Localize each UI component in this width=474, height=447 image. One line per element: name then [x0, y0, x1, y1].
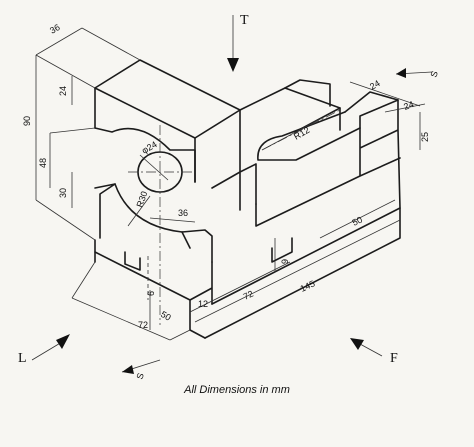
- r12-slot: [257, 111, 361, 161]
- lower-saddle-face: [94, 183, 213, 263]
- dim-24-right-a: 24: [368, 78, 382, 92]
- dim-36-top: 36: [48, 22, 62, 36]
- right-block-faces: [239, 79, 341, 211]
- dim-phi24: φ24: [140, 139, 159, 156]
- right-step-faces: [255, 99, 401, 227]
- dim-36-top-ext2: [81, 27, 141, 61]
- base-notch: [124, 251, 141, 271]
- right-block-top-face: [239, 87, 341, 133]
- dim-12-72-line: [189, 261, 291, 313]
- dimension-lines: [35, 27, 426, 341]
- dim-24-left: 24: [58, 86, 68, 96]
- view-arrows: [31, 15, 433, 374]
- r30-leader: [127, 195, 151, 227]
- dim-r30: R30: [134, 190, 149, 209]
- dim-ext-a: [35, 199, 96, 241]
- rear-top-edge: [344, 91, 399, 113]
- top-view-arrow-icon: [227, 58, 239, 72]
- left-block-front-edges: [94, 87, 241, 189]
- dim-30: 30: [58, 188, 68, 198]
- dim-50-right-line: [319, 199, 396, 239]
- dim-145-line: [194, 219, 401, 323]
- dim-36-mid: 36: [178, 208, 188, 218]
- dim-50-right: 50: [351, 215, 364, 228]
- upper-saddle-face: [94, 127, 196, 183]
- front-view-arrow-icon: [350, 338, 364, 350]
- lower-saddle-inner: [99, 183, 191, 249]
- base-right-face: [204, 207, 401, 339]
- dim-72-mid: 72: [242, 289, 255, 302]
- dim-24-right2-line: [384, 103, 426, 113]
- dim-72-bottom-ext1: [71, 261, 96, 299]
- section-label-2: S: [428, 70, 439, 79]
- left-view-shaft: [31, 341, 63, 361]
- view-label-top: T: [240, 13, 249, 28]
- caption: All Dimensions in mm: [184, 384, 290, 396]
- dim-50-left: 50: [159, 309, 173, 323]
- dim-145: 145: [299, 278, 317, 293]
- dim-36-top-line: [35, 27, 83, 56]
- dim-24-right-line: [349, 81, 421, 107]
- dim-72-bottom: 72: [138, 320, 148, 330]
- section-arrow-2-icon: [396, 68, 406, 78]
- view-label-front: F: [390, 351, 398, 366]
- phi24-leader: [139, 154, 169, 181]
- dim-9: 9: [280, 259, 290, 264]
- dim-24-right-b: 24: [402, 99, 415, 112]
- view-label-left: L: [18, 351, 27, 366]
- r12-leader: [261, 117, 323, 151]
- dim-48: 48: [38, 158, 48, 168]
- section-arrow-1-icon: [122, 365, 134, 374]
- front-view-shaft: [359, 343, 383, 357]
- left-block-top-face: [94, 59, 241, 139]
- dim-72-bottom-line: [71, 297, 171, 341]
- dim-90: 90: [22, 116, 32, 126]
- dim-r12: R12: [292, 125, 311, 142]
- dim-36-mid-line: [149, 217, 196, 223]
- base-rear-notch: [271, 237, 293, 263]
- base-top-edge: [189, 261, 213, 305]
- dim-25: 25: [420, 132, 430, 142]
- left-view-arrow-icon: [56, 334, 70, 349]
- dim-6: 6: [146, 291, 156, 296]
- section-label-1: S: [134, 372, 145, 381]
- dim-36-top-ext1: [35, 54, 96, 89]
- dim-ext-b: [49, 127, 96, 134]
- dim-12: 12: [198, 299, 208, 309]
- dim-72-bottom-ext2: [169, 329, 191, 341]
